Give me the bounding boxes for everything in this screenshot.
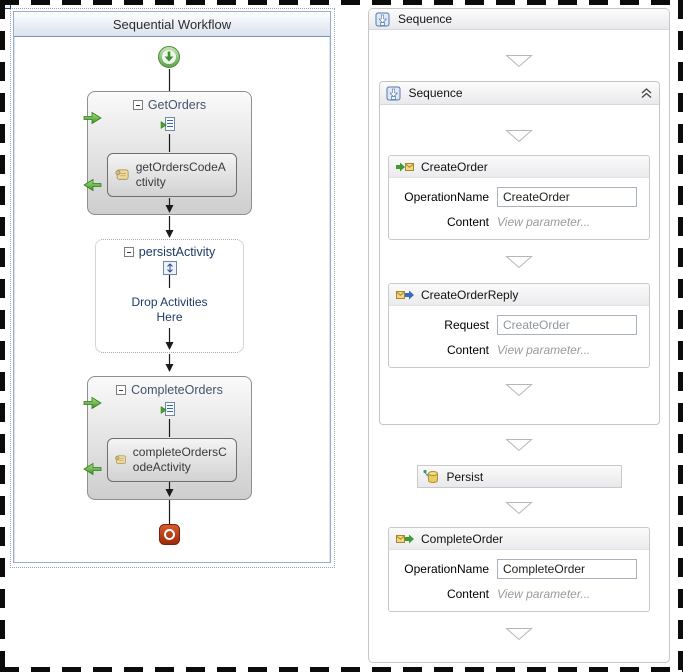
sequence-label: Sequence	[398, 12, 453, 26]
sequence-label: Sequence	[408, 86, 463, 100]
activity-get-orders-code[interactable]: getOrdersCodeActivity	[107, 153, 237, 197]
drop-activities-hint: Drop Activities Here	[131, 295, 208, 324]
send-reply-icon	[396, 290, 414, 299]
code-scroll-icon	[115, 455, 126, 464]
drop-indicator-triangle[interactable]	[505, 129, 533, 143]
drop-indicator-triangle[interactable]	[505, 255, 533, 269]
marquee-border-top	[0, 0, 683, 5]
collapse-toggle-icon[interactable]	[116, 385, 127, 395]
activity-persist[interactable]: persistActivity Drop Activities Here	[95, 239, 244, 353]
create-order-reply-header[interactable]: CreateOrderReply	[389, 284, 649, 306]
activity-label: persistActivity	[138, 245, 216, 259]
inner-sequence-activity[interactable]: Sequence CreateOrder	[378, 81, 660, 425]
content-label: Content	[446, 587, 489, 601]
workflow-start-icon	[158, 46, 180, 68]
activity-title: CompleteOrder	[421, 531, 504, 546]
activity-complete-order[interactable]: CompleteOrder OperationName Content View…	[388, 527, 650, 612]
selection-rectangle	[10, 8, 335, 568]
sequential-workflow-designer[interactable]: Sequential Workflow GetOrders getOrdersC…	[13, 11, 331, 563]
operation-name-input[interactable]	[497, 187, 637, 207]
sequence-icon	[386, 86, 400, 100]
code-scroll-icon	[115, 169, 129, 180]
collapse-toggle-icon[interactable]	[123, 247, 134, 257]
marquee-border-right	[678, 0, 683, 672]
drop-indicator-triangle[interactable]	[505, 438, 533, 452]
inner-sequence-header[interactable]: Sequence	[379, 82, 659, 105]
content-label: Content	[446, 215, 489, 229]
drop-indicator-triangle[interactable]	[505, 501, 533, 515]
activity-title: CreateOrderReply	[421, 287, 519, 302]
activity-label: GetOrders	[147, 98, 207, 112]
outer-sequence-header[interactable]: Sequence	[369, 9, 669, 30]
child-activity-label: getOrdersCodeActivity	[135, 160, 226, 189]
request-input[interactable]	[497, 315, 637, 335]
view-parameter-link[interactable]: View parameter...	[497, 587, 591, 601]
view-parameter-link[interactable]: View parameter...	[497, 343, 591, 357]
workflow-title: Sequential Workflow	[112, 16, 232, 32]
operation-name-input[interactable]	[497, 559, 637, 579]
content-label: Content	[446, 343, 489, 357]
receive-icon	[396, 162, 414, 171]
child-activity-label: completeOrdersCodeActivity	[132, 445, 227, 474]
operation-name-label: OperationName	[404, 562, 489, 576]
workflow-end-icon	[159, 524, 180, 545]
outer-sequence-activity[interactable]: Sequence Sequence	[368, 8, 670, 663]
activity-label: CompleteOrders	[131, 383, 223, 397]
operation-name-label: OperationName	[404, 190, 489, 204]
view-parameter-link[interactable]: View parameter...	[497, 215, 591, 229]
collapse-toggle-icon[interactable]	[132, 100, 143, 110]
activity-create-order[interactable]: CreateOrder OperationName Content View p…	[388, 155, 650, 240]
marquee-border-left	[0, 0, 5, 672]
activity-create-order-reply[interactable]: CreateOrderReply Request Content View pa…	[388, 283, 650, 368]
activity-title: CreateOrder	[421, 159, 488, 174]
persist-db-icon	[422, 469, 438, 483]
marquee-border-bottom	[0, 667, 683, 672]
complete-order-header[interactable]: CompleteOrder	[389, 528, 649, 550]
request-label: Request	[444, 318, 489, 332]
activity-title: Persist	[446, 469, 484, 484]
workflow-title-bar[interactable]: Sequential Workflow	[14, 12, 330, 37]
collapse-chevron-icon[interactable]	[640, 87, 653, 99]
drop-indicator-triangle[interactable]	[505, 627, 533, 641]
drop-indicator-triangle[interactable]	[505, 383, 533, 397]
drop-indicator-triangle[interactable]	[505, 54, 533, 68]
create-order-header[interactable]: CreateOrder	[389, 156, 649, 178]
activity-persist-wf4[interactable]: Persist	[416, 465, 622, 488]
activity-complete-orders-code[interactable]: completeOrdersCodeActivity	[107, 438, 237, 482]
send-icon	[396, 534, 414, 543]
sequence-icon	[375, 12, 390, 26]
